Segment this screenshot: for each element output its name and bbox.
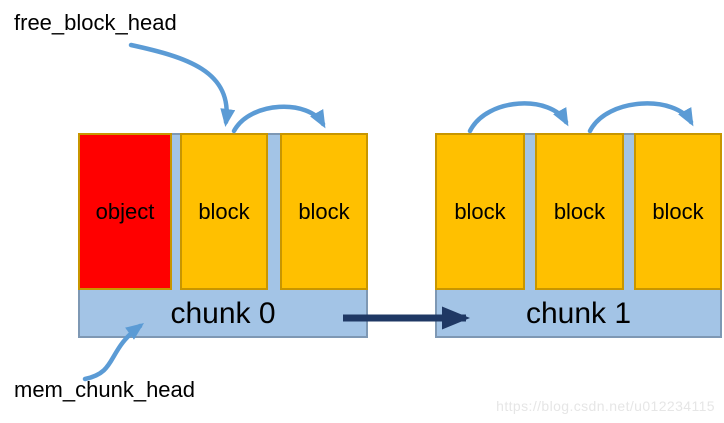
- chunk-1-label: chunk 1: [525, 297, 632, 330]
- chunk-0: object block block chunk 0: [78, 133, 368, 338]
- free-block-head-label: free_block_head: [14, 10, 177, 35]
- free-block: block: [535, 133, 624, 290]
- chunk-0-label: chunk 0: [170, 297, 276, 330]
- free-block-head-arrow-icon: [128, 42, 236, 127]
- chunk-1: block block block chunk 1: [435, 133, 722, 338]
- next-free-block-arrow-icon: [587, 101, 694, 134]
- free-block: block: [280, 133, 368, 290]
- free-block: block: [180, 133, 268, 290]
- next-free-block-arrow-icon: [467, 101, 569, 134]
- free-block: block: [634, 133, 722, 290]
- watermark: https://blog.csdn.net/u012234115: [496, 398, 715, 414]
- allocated-object-block: object: [78, 133, 172, 290]
- next-free-block-arrow-icon: [231, 104, 326, 134]
- free-block: block: [435, 133, 525, 290]
- mem-chunk-head-label: mem_chunk_head: [14, 377, 196, 402]
